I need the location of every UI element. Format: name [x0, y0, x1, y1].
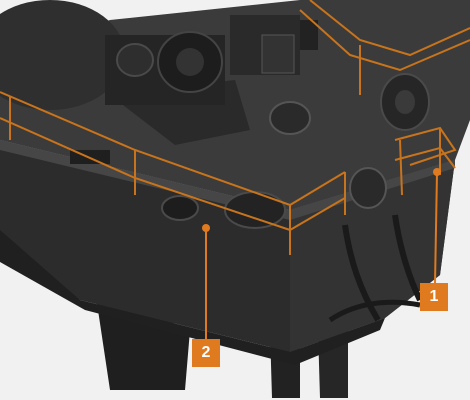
transom-frame-right [392, 214, 423, 302]
transom-frame-left [342, 224, 381, 322]
transom-frame-cross [328, 299, 421, 323]
bollard-cap [269, 101, 311, 135]
deck-fairlead-mid [161, 195, 199, 221]
railing-mid-rail [0, 117, 346, 232]
winch-drum-core [176, 48, 204, 76]
callout-2-anchor-dot [202, 224, 210, 232]
hull-transom [290, 160, 455, 352]
deck-housing-round [0, 0, 125, 110]
transom-fairlead [349, 167, 387, 209]
callout-badge-1: 1 [420, 283, 448, 311]
winch-motor [116, 43, 154, 77]
stern-roller-inner [395, 90, 415, 114]
bollard-top [300, 20, 318, 50]
callout-badge-2: 2 [192, 339, 220, 367]
hull-lower [0, 230, 385, 365]
deck-winch-mid [224, 191, 286, 229]
railing-stern-top [299, 9, 470, 72]
callout-1-anchor-dot [433, 168, 441, 176]
railing-transom-top [394, 126, 457, 166]
callout-1-leader [434, 171, 438, 285]
safety-railing [0, 0, 470, 255]
railing-top-rail [0, 91, 346, 207]
railing-post-5 [399, 139, 403, 196]
railing-stern-upper [309, 0, 470, 57]
vent-grille [261, 34, 295, 74]
